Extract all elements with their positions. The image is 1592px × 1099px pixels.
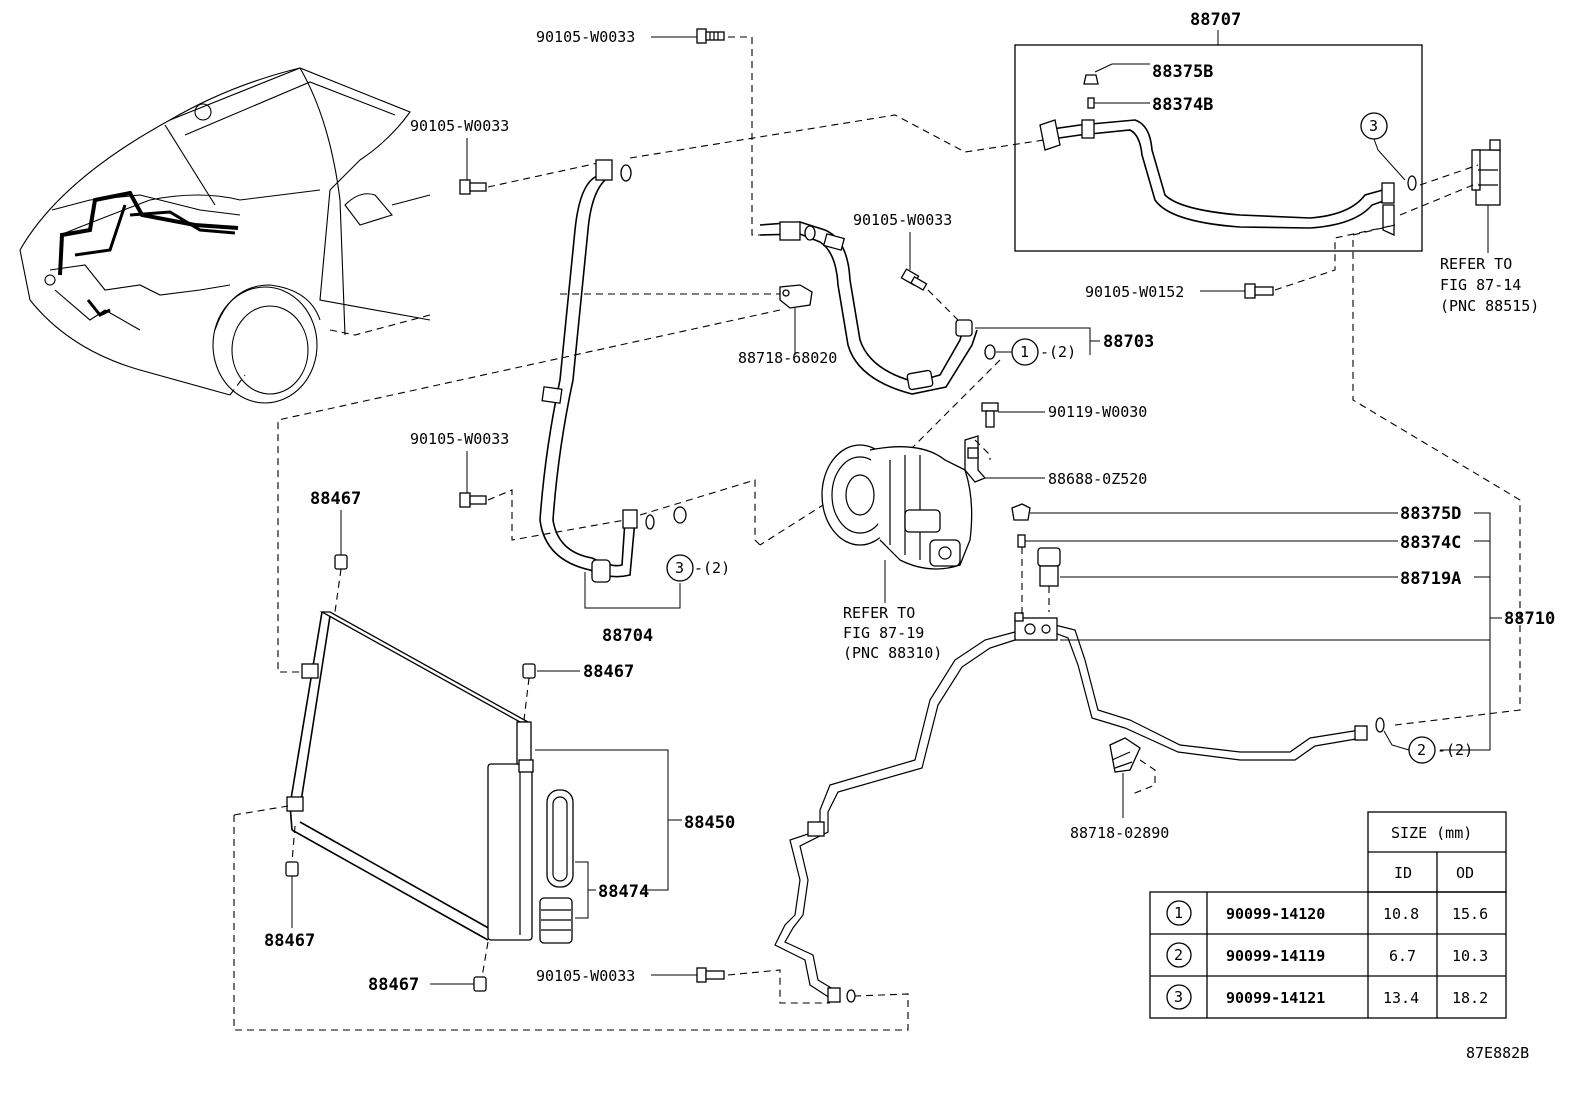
receiver-pipe-88707 bbox=[1039, 119, 1395, 237]
label-ring1-qty: -(2) bbox=[1040, 343, 1076, 361]
size-table: SIZE (mm) ID OD 1 90099-14120 10.8 15.6 … bbox=[1149, 811, 1507, 1019]
label-88704: 88704 bbox=[602, 626, 653, 646]
bracket-icon bbox=[1109, 737, 1141, 773]
label-88718-02890: 88718-02890 bbox=[1070, 824, 1169, 842]
o-ring-icon bbox=[1407, 175, 1417, 191]
svg-text:15.6: 15.6 bbox=[1452, 905, 1488, 923]
box-88707 bbox=[1014, 44, 1423, 252]
label-ref-87-14-l1: REFER TO bbox=[1440, 255, 1512, 273]
label-88688-0z520: 88688-0Z520 bbox=[1048, 470, 1147, 488]
figure-code: 87E882B bbox=[1466, 1044, 1529, 1062]
svg-text:3: 3 bbox=[1174, 988, 1183, 1006]
svg-text:2: 2 bbox=[1174, 946, 1183, 964]
bolt-icon bbox=[981, 402, 999, 428]
svg-text:3: 3 bbox=[675, 559, 684, 577]
switch-icon bbox=[1011, 503, 1061, 587]
label-bolt-top: 90105-W0033 bbox=[536, 28, 635, 46]
table-row: 1 90099-14120 10.8 15.6 bbox=[1166, 900, 1488, 926]
size-table-header: SIZE (mm) bbox=[1391, 824, 1472, 842]
label-88467-b: 88467 bbox=[583, 662, 634, 682]
label-ref-87-19-l1: REFER TO bbox=[843, 604, 915, 622]
svg-text:1: 1 bbox=[1020, 343, 1029, 361]
label-ring2-qty: -(2) bbox=[1437, 741, 1473, 759]
liquid-pipe-88710 bbox=[774, 612, 1385, 1003]
bolt-icon bbox=[696, 28, 725, 44]
label-bolt-w0152: 90105-W0152 bbox=[1085, 283, 1184, 301]
label-90119-w0030: 90119-W0030 bbox=[1048, 403, 1147, 421]
label-ref-87-19-l3: (PNC 88310) bbox=[843, 644, 942, 662]
discharge-hose-88704 bbox=[539, 159, 687, 583]
svg-text:1: 1 bbox=[1174, 904, 1183, 922]
bolt-icon bbox=[1244, 283, 1274, 299]
svg-text:3: 3 bbox=[1369, 117, 1378, 135]
label-88375D: 88375D bbox=[1400, 504, 1461, 524]
svg-text:10.3: 10.3 bbox=[1452, 947, 1488, 965]
label-88719A: 88719A bbox=[1400, 569, 1461, 589]
size-table-col-od: OD bbox=[1456, 864, 1474, 882]
label-bolt-bottom: 90105-W0033 bbox=[536, 967, 635, 985]
label-ref-87-19-l2: FIG 87-19 bbox=[843, 624, 924, 642]
car-front-icon bbox=[19, 67, 431, 404]
label-ref-87-14-l2: FIG 87-14 bbox=[1440, 276, 1521, 294]
svg-text:2: 2 bbox=[1417, 741, 1426, 759]
label-88467-d: 88467 bbox=[368, 975, 419, 995]
svg-text:90099-14119: 90099-14119 bbox=[1226, 947, 1325, 965]
switch-icon bbox=[1083, 74, 1099, 109]
label-88450: 88450 bbox=[684, 813, 735, 833]
bolt-icon bbox=[696, 967, 725, 983]
svg-text:18.2: 18.2 bbox=[1452, 989, 1488, 1007]
o-ring-icon bbox=[1375, 717, 1385, 733]
bolt-icon bbox=[459, 179, 487, 195]
label-88707: 88707 bbox=[1190, 10, 1241, 30]
label-bolt-mid: 90105-W0033 bbox=[853, 211, 952, 229]
svg-text:90099-14120: 90099-14120 bbox=[1226, 905, 1325, 923]
condenser-icon bbox=[286, 611, 534, 941]
label-88474: 88474 bbox=[598, 882, 649, 902]
label-88467-a: 88467 bbox=[310, 489, 361, 509]
label-88467-c: 88467 bbox=[264, 931, 315, 951]
label-bolt-left2: 90105-W0033 bbox=[410, 430, 509, 448]
bracket-icon bbox=[779, 284, 813, 309]
label-ref-87-14-l3: (PNC 88515) bbox=[1440, 297, 1539, 315]
label-bolt-left: 90105-W0033 bbox=[410, 117, 509, 135]
label-88703: 88703 bbox=[1103, 332, 1154, 352]
svg-text:13.4: 13.4 bbox=[1383, 989, 1419, 1007]
table-row: 3 90099-14121 13.4 18.2 bbox=[1166, 984, 1488, 1010]
bracket-icon bbox=[964, 435, 987, 483]
o-ring-icon bbox=[673, 506, 687, 524]
label-88710: 88710 bbox=[1504, 609, 1555, 629]
compressor-icon bbox=[821, 444, 973, 570]
receiver-dryer-icon bbox=[1471, 139, 1501, 206]
receiver-dryer-icon bbox=[539, 789, 574, 944]
label-88718-68020: 88718-68020 bbox=[738, 349, 837, 367]
suction-hose-88703 bbox=[759, 221, 996, 395]
svg-text:90099-14121: 90099-14121 bbox=[1226, 989, 1325, 1007]
label-88375B: 88375B bbox=[1152, 62, 1213, 82]
size-table-col-id: ID bbox=[1394, 864, 1412, 882]
svg-text:6.7: 6.7 bbox=[1389, 947, 1416, 965]
label-88374B: 88374B bbox=[1152, 95, 1213, 115]
o-ring-icon bbox=[984, 344, 996, 360]
label-88374C: 88374C bbox=[1400, 533, 1461, 553]
bolt-icon bbox=[459, 492, 487, 508]
bolt-icon bbox=[900, 268, 928, 291]
svg-text:10.8: 10.8 bbox=[1383, 905, 1419, 923]
label-ring3-qty: -(2) bbox=[694, 559, 730, 577]
table-row: 2 90099-14119 6.7 10.3 bbox=[1166, 942, 1488, 968]
ring-ref-3 bbox=[666, 554, 694, 582]
